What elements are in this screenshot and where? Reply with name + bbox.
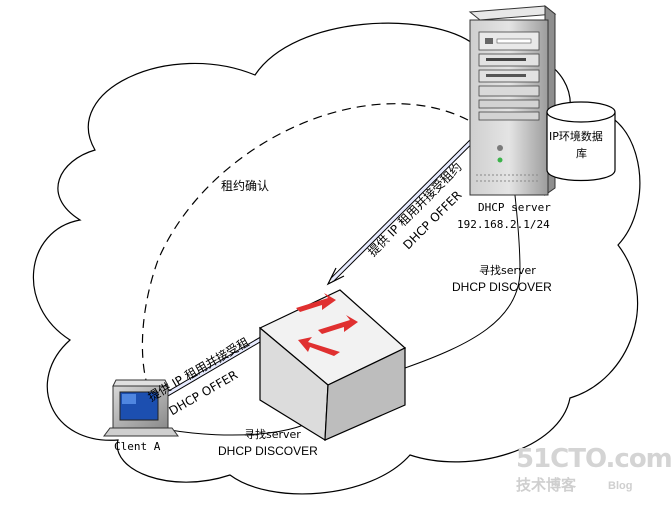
watermark-blog: Blog <box>608 480 633 492</box>
dhcp-diagram <box>32 4 641 495</box>
dhcp-server-icon <box>468 4 557 196</box>
discover-right-cn-label: 寻找server <box>479 264 536 277</box>
lease-confirm-label: 租约确认 <box>221 179 270 193</box>
client-name-label: Clent A <box>114 440 161 453</box>
switch-icon <box>258 289 407 442</box>
lease-confirm-arc <box>141 103 469 381</box>
server-ip-label: 192.168.2.1/24 <box>457 218 550 231</box>
discover-bottom-cn-label: 寻找server <box>244 428 301 441</box>
watermark-site: 51CTO.com <box>516 444 672 474</box>
database-label-line1: IP环境数据 <box>549 130 603 143</box>
discover-bottom-en-label: DHCP DISCOVER <box>218 444 318 458</box>
database-icon <box>546 101 616 182</box>
client-computer-icon <box>103 379 179 437</box>
watermark-cn: 技术博客 <box>516 476 577 494</box>
discover-right-en-label: DHCP DISCOVER <box>452 280 552 294</box>
database-label-line2: 库 <box>576 147 587 160</box>
server-name-label: DHCP server <box>478 201 551 214</box>
